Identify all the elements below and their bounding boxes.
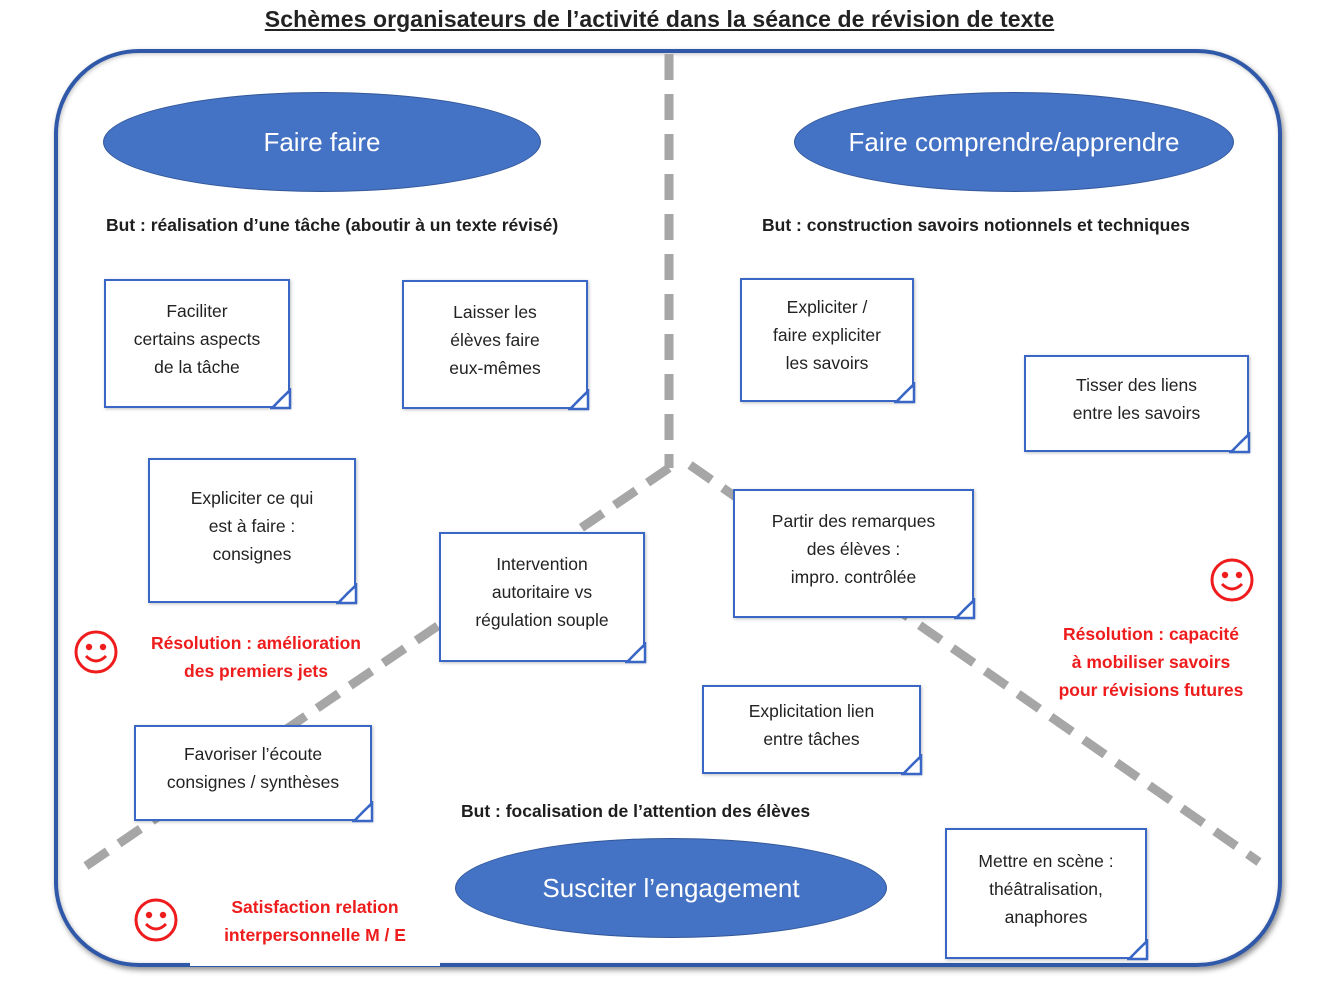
smiley-face-icon (1210, 558, 1254, 602)
note-tisser-text: Tisser des liens entre les savoirs (1072, 374, 1201, 423)
note-favoriser-text: Favoriser l’écoute consignes / synthèses (166, 744, 340, 792)
label-background (190, 888, 440, 966)
folded-corner-icon (894, 382, 916, 404)
divider-right (687, 461, 1262, 866)
goal-left: But : réalisation d’une tâche (aboutir à… (106, 215, 559, 235)
pill-faire-comprendre: Faire comprendre/apprendre (794, 92, 1234, 192)
pill-susciter-label: Susciter l’engagement (542, 872, 800, 903)
note-mettre-text: Mettre en scène : théâtralisation, anaph… (978, 850, 1114, 927)
note-mettre-en-scene: Mettre en scène : théâtralisation, anaph… (945, 828, 1149, 961)
note-tisser: Tisser des liens entre les savoirs (1024, 355, 1251, 454)
folded-corner-icon (954, 598, 976, 620)
note-laisser-text: Laisser les élèves faire eux-mêmes (449, 301, 541, 378)
note-faciliter: Faciliter certains aspects de la tâche (104, 279, 292, 410)
note-intervention: Intervention autoritaire vs régulation s… (439, 532, 647, 664)
folded-corner-icon (1229, 432, 1251, 454)
goal-right: But : construction savoirs notionnels et… (762, 215, 1190, 235)
folded-corner-icon (901, 754, 923, 776)
note-explicitation-text: Explicitation lien entre tâches (748, 700, 875, 749)
pill-susciter-engagement: Susciter l’engagement (455, 838, 887, 938)
diagram-title: Schèmes organisateurs de l’activité dans… (264, 6, 1055, 32)
note-intervention-text: Intervention autoritaire vs régulation s… (475, 554, 609, 630)
smiley-face-icon (134, 898, 178, 942)
note-favoriser: Favoriser l’écoute consignes / synthèses (134, 725, 374, 823)
note-partir: Partir des remarques des élèves : impro.… (733, 489, 976, 620)
note-laisser: Laisser les élèves faire eux-mêmes (402, 280, 590, 411)
pill-faire-faire-label: Faire faire (263, 126, 381, 157)
pill-faire-faire: Faire faire (103, 92, 541, 192)
note-partir-text: Partir des remarques des élèves : impro.… (771, 510, 936, 587)
note-faciliter-text: Faciliter certains aspects de la tâche (133, 300, 261, 377)
note-expliciter-savoirs: Expliciter / faire expliciter les savoir… (740, 278, 916, 404)
pill-faire-comprendre-label: Faire comprendre/apprendre (848, 126, 1180, 157)
note-expliciter-savoirs-text: Expliciter / faire expliciter les savoir… (773, 297, 881, 373)
folded-corner-icon (625, 642, 647, 664)
rounded-frame (54, 49, 1282, 967)
goal-bottom: But : focalisation de l’attention des él… (461, 801, 811, 821)
note-expliciter-faire: Expliciter ce qui est à faire : consigne… (148, 458, 358, 605)
note-expliciter-faire-text: Expliciter ce qui est à faire : consigne… (190, 487, 314, 564)
note-explicitation: Explicitation lien entre tâches (702, 685, 923, 776)
folded-corner-icon (1127, 939, 1149, 961)
folded-corner-icon (352, 801, 374, 823)
folded-corner-icon (270, 388, 292, 410)
folded-corner-icon (336, 583, 358, 605)
resolution-right: Résolution : capacité à mobiliser savoir… (1058, 624, 1244, 700)
resolution-bottom: Satisfaction relation interpersonnelle M… (224, 897, 406, 945)
folded-corner-icon (568, 389, 590, 411)
resolution-left: Résolution : amélioration des premiers j… (150, 633, 362, 681)
smiley-face-icon (74, 630, 118, 674)
